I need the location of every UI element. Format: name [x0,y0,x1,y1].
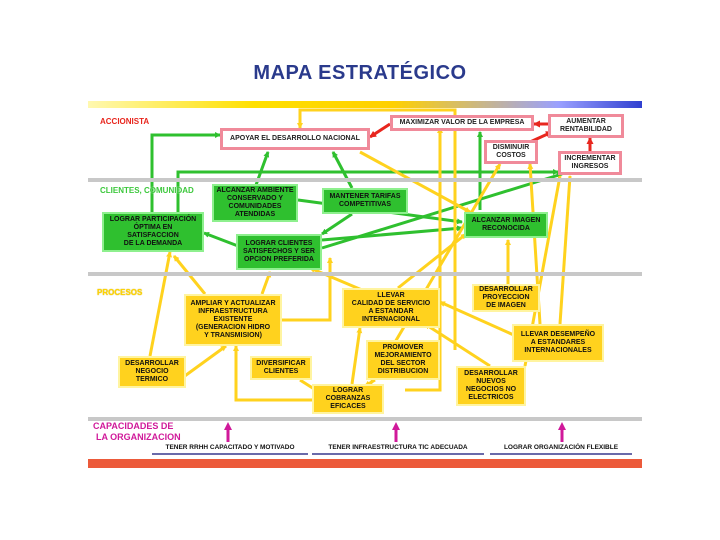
node-ampliar-infraestructura: AMPLIAR Y ACTUALIZAR INFRAESTRUCTURA EXI… [184,294,282,346]
link-infra-calidad [282,257,333,322]
lane-separator-2 [88,272,642,276]
node-desempeno-estandares: LLEVAR DESEMPEÑO A ESTANDARES INTERNACIO… [512,324,604,362]
link-cobranzas-infra [233,345,312,402]
node-clientes-satisfechos: LOGRAR CLIENTES SATISFECHOS Y SER OPCION… [236,234,322,270]
link-clientes-participacion [203,231,239,248]
node-organizacion-flexible: LOGRAR ORGANIZACIÓN FLEXIBLE [490,443,632,455]
node-proyeccion-imagen: DESARROLLAR PROYECCION DE IMAGEN [472,284,540,312]
node-incrementar-ingresos: INCREMENTAR INGRESOS [558,151,622,175]
link-desempeno-calidad [439,300,517,338]
node-diversificar-clientes: DIVERSIFICAR CLIENTES [250,356,312,380]
lane-label-procesos: PROCESOS [97,288,143,297]
lane-label-clientes: CLIENTES, COMUNIDAD [100,186,194,195]
link-desempeno-incrementar [558,175,573,325]
link-maximizar-apoyar [369,122,391,139]
node-cobranzas-eficaces: LOGRAR COBRANZAS EFICACES [312,384,384,414]
link-nuevos-calidad [424,322,491,368]
node-nuevos-negocios: DESARROLLAR NUEVOS NEGOCIOS NO ELECTRICO… [456,366,526,406]
link-termico-participacion [148,251,173,357]
footer-bar [88,459,642,468]
link-termico-infra [181,344,227,380]
lane-label-accionista: ACCIONISTA [100,117,150,126]
link-participacion-incrementar [176,169,559,212]
node-rrhh-capacitado: TENER RRHH CAPACITADO Y MOTIVADO [152,443,308,455]
link-apoyar-imagen [359,150,471,214]
link-calidad-clientes [309,266,363,292]
link-promover-apoyar [297,108,457,350]
node-imagen-reconocida: ALCANZAR IMAGEN RECONOCIDA [464,212,548,238]
node-infraestructura-tic: TENER INFRAESTRUCTURA TIC ADECUADA [312,443,484,455]
link-cobranzas-maximizar [405,127,443,392]
link-tarifas-apoyar [331,151,354,189]
node-negocio-termico: DESARROLLAR NEGOCIO TERMICO [118,356,186,388]
header-gradient-bar [88,101,642,108]
node-maximizar-valor: MAXIMIZAR VALOR DE LA EMPRESA [390,115,534,131]
link-cobranzas-calidad [350,327,363,385]
lane-label-capacidades-2: LA ORGANIZACION [96,432,181,442]
node-tarifas-competitivas: MANTENER TARIFAS COMPETITIVAS [322,188,408,214]
node-participacion-optima: LOGRAR PARTICIPACIÓN ÓPTIMA EN SATISFACC… [102,212,204,252]
node-ambiente-conservado: ALCANZAR AMBIENTE CONSERVADO Y COMUNIDAD… [212,184,298,222]
page-title: MAPA ESTRATÉGICO [253,62,467,84]
node-disminuir-costos: DISMINUIR COSTOS [484,140,538,164]
lane-separator-1 [88,178,642,182]
node-apoyar-desarrollo: APOYAR EL DESARROLLO NACIONAL [220,128,370,150]
link-tarifas-clientes [321,212,353,236]
link-participacion-apoyar [150,132,221,212]
node-aumentar-rentabilidad: AUMENTAR RENTABILIDAD [548,114,624,138]
lane-label-capacidades-1: CAPACIDADES DE [93,421,174,431]
node-calidad-servicio: LLEVAR CALIDAD DE SERVICIO A ESTANDAR IN… [342,288,440,328]
node-promover-mejoramiento: PROMOVER MEJORAMIENTO DEL SECTOR DISTRIB… [366,340,440,380]
lane-separator-3 [88,417,642,421]
